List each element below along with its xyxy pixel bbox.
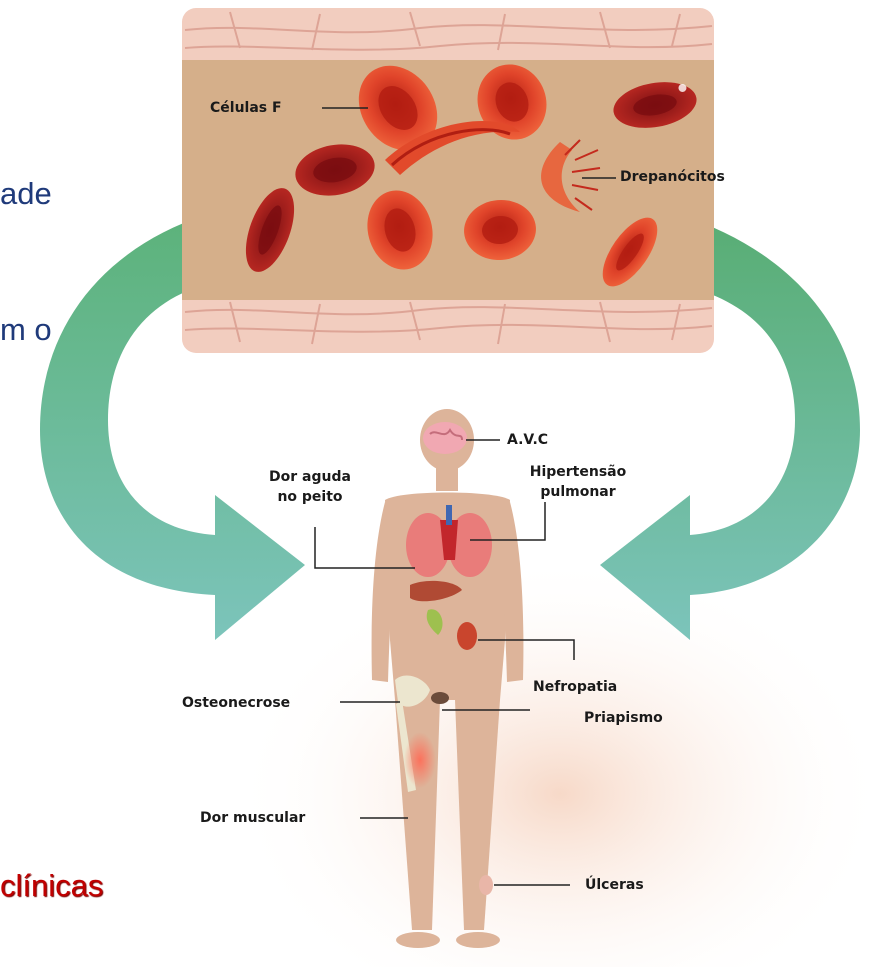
- genital-marker: [431, 692, 449, 704]
- label-osteonecrose: Osteonecrose: [182, 693, 290, 713]
- label-dor-aguda-line2: no peito: [250, 487, 370, 507]
- label-hipertensao-pulmonar: Hipertensão pulmonar: [518, 462, 638, 502]
- label-priapismo: Priapismo: [584, 708, 663, 728]
- label-hipertensao-line2: pulmonar: [518, 482, 638, 502]
- muscle-pain-hotspot: [404, 732, 436, 788]
- body-glow: [230, 530, 877, 967]
- label-dor-muscular: Dor muscular: [200, 808, 305, 828]
- label-dor-aguda: Dor aguda no peito: [250, 467, 370, 507]
- kidney-icon: [457, 622, 477, 650]
- label-dor-aguda-line1: Dor aguda: [250, 467, 370, 487]
- brain-icon: [423, 422, 467, 454]
- label-celulas-f: Células F: [210, 98, 282, 118]
- label-hipertensao-line1: Hipertensão: [518, 462, 638, 482]
- label-drepanocitos: Drepanócitos: [620, 167, 725, 187]
- label-ulceras: Úlceras: [585, 875, 644, 895]
- ulcer-marker: [479, 875, 493, 895]
- label-avc: A.V.C: [507, 430, 548, 450]
- label-nefropatia: Nefropatia: [533, 677, 617, 697]
